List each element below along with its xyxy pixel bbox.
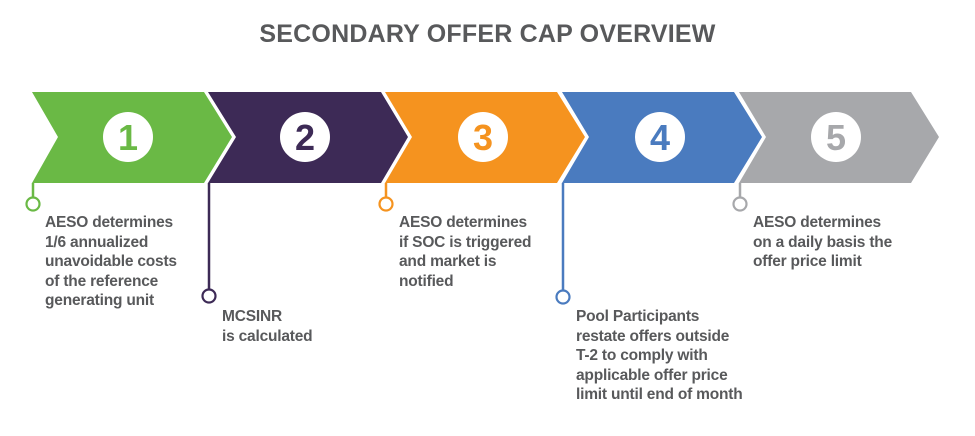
step-1-connector [25, 183, 41, 212]
step-3-connector [378, 183, 394, 212]
step-5-number-badge [811, 112, 861, 162]
step-5-chevron: 5 [739, 92, 939, 183]
step-1-description: AESO determines 1/6 annualized unavoidab… [45, 213, 177, 311]
step-1-chevron: 1 [32, 92, 232, 183]
step-4-number: 4 [650, 117, 670, 158]
step-4-chevron: 4 [562, 92, 762, 183]
step-3-line: and market is [399, 253, 497, 270]
step-3-line: if SOC is triggered [399, 233, 532, 251]
diagram-title: SECONDARY OFFER CAP OVERVIEW [259, 20, 716, 48]
step-5-number: 5 [826, 117, 846, 158]
step-1-line: 1/6 annualized [45, 233, 149, 251]
step-4-number-badge [635, 112, 685, 162]
step-4-line: T-2 to comply with [576, 347, 708, 364]
step-3-description: AESO determines if SOC is triggered and … [399, 213, 531, 291]
step-3-number: 3 [473, 117, 493, 158]
step-1-line: of the reference [45, 272, 159, 290]
step-5-description: AESO determines on a daily basis the off… [753, 213, 892, 272]
step-5-line: offer price limit [753, 253, 862, 270]
step-1-number-badge [103, 112, 153, 162]
step-4-line: restate offers outside [576, 327, 730, 345]
step-3-line: notified [399, 272, 454, 290]
step-1-line: AESO determines [45, 214, 173, 231]
step-4-line: applicable offer price [576, 366, 728, 384]
step-1-line: unavoidable costs [45, 253, 177, 270]
step-2-number: 2 [295, 117, 315, 158]
step-3-number-badge [458, 112, 508, 162]
step-4-line: limit until end of month [576, 386, 743, 403]
step-3-line: AESO determines [399, 214, 527, 231]
step-2-line: is calculated [222, 327, 313, 345]
step-2-connector [201, 183, 217, 304]
step-4-line: Pool Participants [576, 308, 700, 325]
step-2-number-badge [280, 112, 330, 162]
step-4-connector [555, 183, 571, 305]
step-5-line: on a daily basis the [753, 233, 892, 251]
step-1-line: generating unit [45, 292, 154, 309]
step-3-chevron: 3 [385, 92, 585, 183]
step-4-description: Pool Participants restate offers outside… [576, 307, 743, 405]
step-1-number: 1 [118, 117, 138, 158]
step-5-line: AESO determines [753, 214, 881, 231]
step-5-connector [732, 183, 748, 212]
step-2-description: MCSINR is calculated [222, 307, 313, 346]
step-2-line: MCSINR [222, 308, 282, 325]
step-2-chevron: 2 [208, 92, 408, 183]
